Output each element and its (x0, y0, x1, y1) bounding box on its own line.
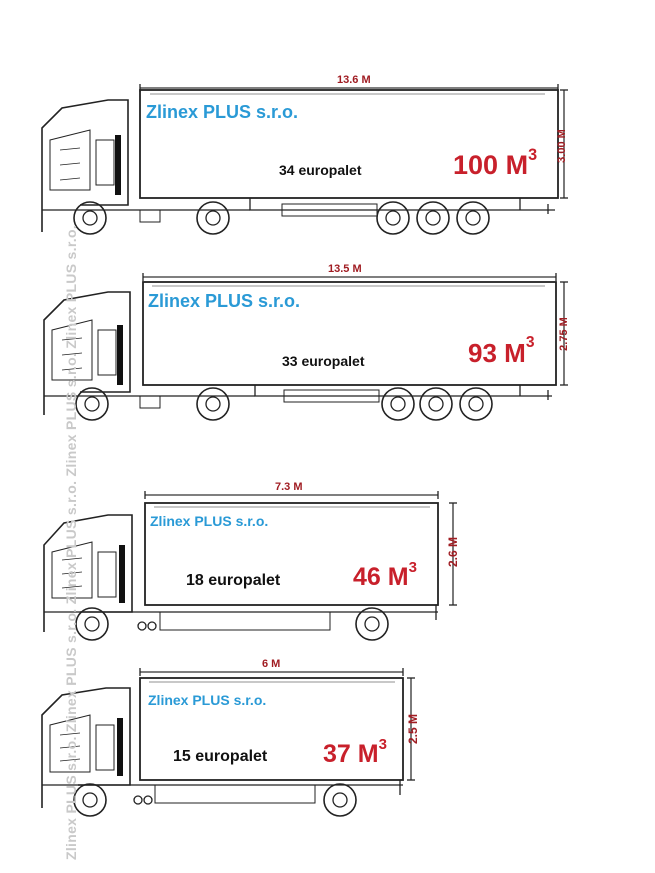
truck-3-length: 7.3 M (275, 481, 303, 493)
truck-4-length: 6 M (262, 658, 281, 670)
truck-4-height: 2.5 M (406, 714, 420, 745)
watermark-text: Zlinex PLUS s.r.o. Zlinex PLUS s.r.o. Zl… (63, 224, 79, 860)
truck-1-pallets: 34 europalet (279, 162, 362, 178)
truck-1-drawing (41, 84, 568, 235)
truck-2-height: 2.75 M (558, 317, 570, 351)
truck-2-pallets: 33 europalet (282, 353, 365, 369)
truck-3-pallets: 18 europalet (186, 572, 281, 589)
truck-3-drawing (43, 491, 457, 641)
truck-2-drawing (43, 273, 568, 421)
truck-2-company: Zlinex PLUS s.r.o. (148, 291, 301, 311)
truck-4-company: Zlinex PLUS s.r.o. (148, 692, 267, 708)
truck-1-volume: 100 M3 (453, 145, 538, 180)
truck-3-height: 2.6 M (446, 537, 460, 568)
truck-1-length: 13.6 M (337, 74, 371, 86)
watermark: Zlinex PLUS s.r.o. Zlinex PLUS s.r.o. Zl… (55, 60, 85, 860)
truck-2-volume: 93 M3 (468, 334, 535, 368)
truck-3-company: Zlinex PLUS s.r.o. (150, 513, 269, 529)
truck-4-drawing (41, 668, 415, 817)
truck-4-volume: 37 M3 (323, 736, 387, 768)
truck-2-length: 13.5 M (328, 263, 362, 275)
truck-4-pallets: 15 europalet (173, 748, 268, 765)
truck-1-height: 3.00 M (556, 129, 568, 163)
truck-3-volume: 46 M3 (353, 559, 417, 591)
truck-1-company: Zlinex PLUS s.r.o. (146, 102, 299, 122)
